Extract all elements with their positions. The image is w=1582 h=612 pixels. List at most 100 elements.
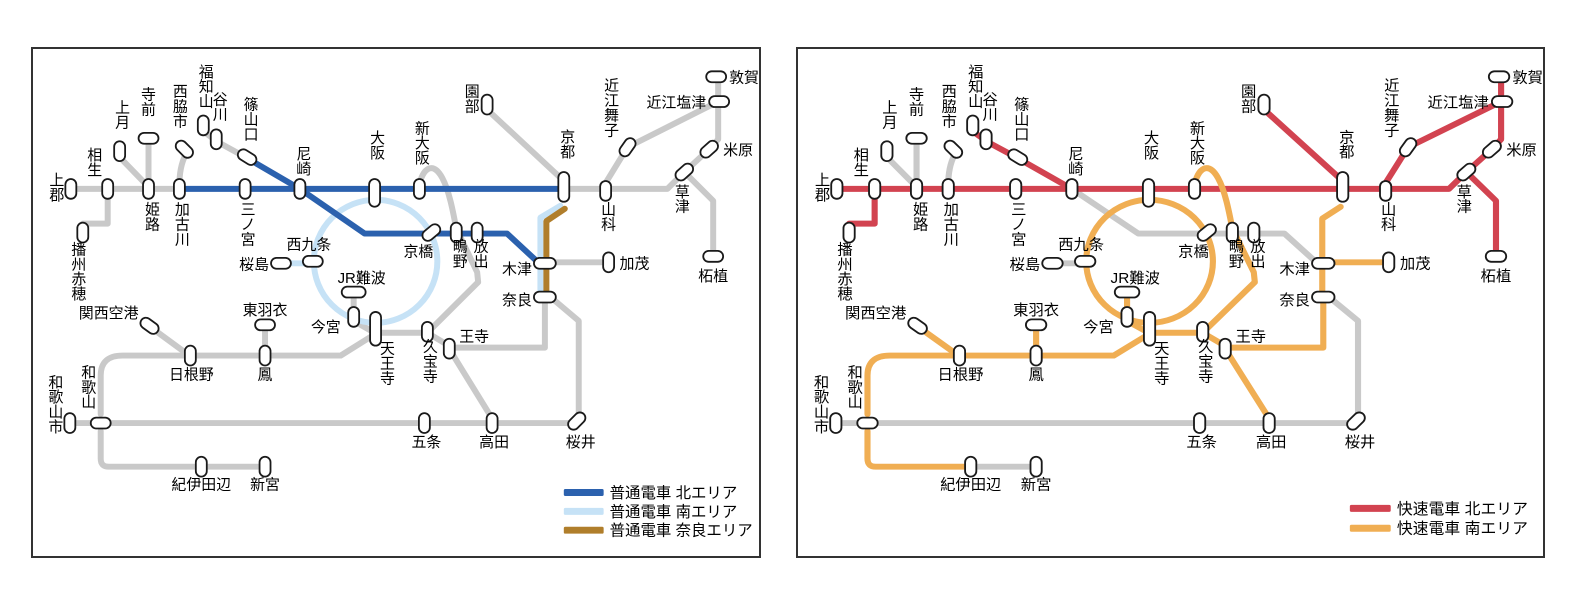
station-kamo: 加茂 bbox=[602, 251, 650, 274]
station-marker-kyobashi bbox=[421, 223, 442, 242]
station-label-tanikawa: 谷川 bbox=[982, 92, 997, 124]
station-sasayamaguchi: 篠山口 bbox=[1007, 97, 1029, 166]
station-marker-sakurajima bbox=[1041, 256, 1064, 270]
station-label-otori: 鳳 bbox=[1028, 367, 1043, 384]
station-takada: 高田 bbox=[479, 412, 509, 451]
rail-line-kosei bbox=[602, 98, 722, 186]
station-marker-kakogawa bbox=[941, 178, 955, 200]
station-takada: 高田 bbox=[1256, 412, 1286, 451]
station-kamigori: 上郡 bbox=[49, 172, 78, 204]
station-marker-nara bbox=[1311, 290, 1336, 304]
station-label-sannomiya: 三ノ宮 bbox=[241, 203, 256, 249]
station-label-wakayama: 和歌山 bbox=[81, 364, 96, 411]
station-osaka: 大阪 bbox=[368, 130, 385, 208]
station-fukuchiyama: 福知山 bbox=[196, 64, 214, 137]
station-label-himeji: 姫路 bbox=[145, 202, 160, 234]
station-marker-imamiya bbox=[347, 306, 361, 328]
station-label-sakurajima: 桜島 bbox=[239, 256, 269, 273]
station-marker-sakurai bbox=[567, 411, 587, 431]
station-label-gojo: 五条 bbox=[411, 434, 441, 451]
station-marker-hanaten bbox=[1247, 221, 1261, 244]
station-tanikawa: 谷川 bbox=[209, 92, 228, 151]
station-label-kamo: 加茂 bbox=[1400, 255, 1431, 272]
station-label-tsuge: 柘植 bbox=[698, 268, 728, 285]
station-marker-tsuge bbox=[1484, 250, 1508, 263]
osaka-loop-line bbox=[310, 196, 441, 326]
station-oji: 王寺 bbox=[442, 329, 489, 360]
station-label-wakayamashi: 和歌山市 bbox=[48, 374, 63, 436]
station-label-hanaten: 放出 bbox=[1250, 239, 1265, 271]
station-marker-kyoto bbox=[1336, 171, 1350, 203]
station-label-kyuhoji: 久宝寺 bbox=[423, 339, 438, 386]
station-aioi: 相生 bbox=[854, 147, 882, 200]
station-label-tennoji: 天王寺 bbox=[1154, 341, 1169, 388]
station-label-amagasaki: 尼崎 bbox=[296, 146, 311, 178]
station-sonobe: 園部 bbox=[1241, 84, 1271, 115]
station-omi-maiko: 近江舞子 bbox=[604, 78, 637, 158]
station-marker-hanaten bbox=[470, 221, 484, 244]
station-label-himeji: 姫路 bbox=[913, 202, 928, 234]
station-label-sakurai: 桜井 bbox=[566, 434, 596, 451]
station-label-kyoto: 京都 bbox=[1339, 129, 1354, 161]
station-kakogawa: 加古川 bbox=[173, 178, 190, 248]
station-yamashina: 山科 bbox=[599, 180, 616, 234]
station-marker-shigino bbox=[1225, 221, 1239, 244]
station-label-kamo: 加茂 bbox=[620, 255, 650, 272]
station-label-fukuchiyama: 福知山 bbox=[968, 64, 983, 111]
station-label-tanikawa: 谷川 bbox=[213, 92, 228, 124]
station-hineno: 日根野 bbox=[169, 344, 214, 383]
station-marker-himeji bbox=[910, 178, 924, 200]
station-label-hineno: 日根野 bbox=[938, 367, 984, 384]
station-marker-tsuruga bbox=[1487, 70, 1511, 84]
station-marker-jr-namba bbox=[1113, 285, 1141, 299]
station-label-teramae: 寺前 bbox=[141, 87, 156, 119]
legend-label: 快速電車 南エリア bbox=[1397, 520, 1528, 538]
station-label-wakayama: 和歌山 bbox=[848, 365, 863, 412]
station-wakayamashi: 和歌山市 bbox=[814, 375, 843, 436]
station-marker-nishiwakishi bbox=[943, 139, 964, 159]
station-marker-tsuge bbox=[702, 250, 725, 263]
station-marker-omi-shiotsu bbox=[708, 95, 731, 108]
station-kyoto: 京都 bbox=[557, 129, 575, 203]
station-marker-sonobe bbox=[480, 93, 494, 116]
station-shigino: 鴫野 bbox=[1225, 221, 1244, 271]
station-label-amagasaki: 尼崎 bbox=[1068, 146, 1083, 178]
station-label-jr-namba: JR難波 bbox=[1111, 270, 1160, 287]
station-marker-hineno bbox=[952, 344, 967, 367]
station-marker-kyuhoji bbox=[1196, 320, 1210, 343]
station-marker-gojo bbox=[418, 412, 431, 434]
station-marker-kansai-airport bbox=[907, 316, 928, 335]
station-sakurajima: 桜島 bbox=[1010, 256, 1064, 273]
station-tsuruga: 敦賀 bbox=[1487, 70, 1543, 87]
station-kyuhoji: 久宝寺 bbox=[1196, 320, 1213, 385]
station-marker-sakurajima bbox=[270, 256, 292, 270]
station-label-kii-tanabe: 紀伊田辺 bbox=[171, 477, 231, 494]
station-nishikujo: 西九条 bbox=[286, 236, 331, 268]
station-wakayamashi: 和歌山市 bbox=[48, 374, 77, 436]
station-banshu-ako: 播州赤穂 bbox=[837, 221, 856, 303]
station-marker-himeji bbox=[142, 178, 155, 200]
station-marker-teramae bbox=[137, 131, 160, 145]
station-shingu: 新宮 bbox=[1021, 455, 1051, 493]
legend-swatch-red bbox=[1349, 504, 1391, 512]
station-sakurai: 桜井 bbox=[566, 411, 596, 451]
station-kozuki: 上月 bbox=[113, 100, 130, 163]
station-label-kii-tanabe: 紀伊田辺 bbox=[940, 477, 1001, 494]
station-marker-takada bbox=[1262, 412, 1276, 434]
station-tsuge: 柘植 bbox=[698, 250, 728, 285]
station-label-shigino: 鴫野 bbox=[1229, 239, 1244, 271]
station-marker-kyuhoji bbox=[420, 320, 434, 343]
station-label-kizu: 木津 bbox=[502, 261, 532, 278]
station-marker-kamigori bbox=[830, 178, 844, 200]
station-hineno: 日根野 bbox=[938, 344, 984, 384]
station-label-sakurajima: 桜島 bbox=[1010, 256, 1041, 273]
station-gojo: 五条 bbox=[1186, 412, 1217, 451]
rail-line-kusatsu-branch bbox=[1465, 171, 1500, 256]
station-marker-kii-tanabe bbox=[964, 455, 978, 478]
station-yamashina: 山科 bbox=[1379, 180, 1396, 234]
station-label-nara: 奈良 bbox=[502, 292, 532, 309]
station-fukuchiyama: 福知山 bbox=[966, 64, 983, 137]
station-sannomiya: 三ノ宮 bbox=[238, 178, 256, 249]
